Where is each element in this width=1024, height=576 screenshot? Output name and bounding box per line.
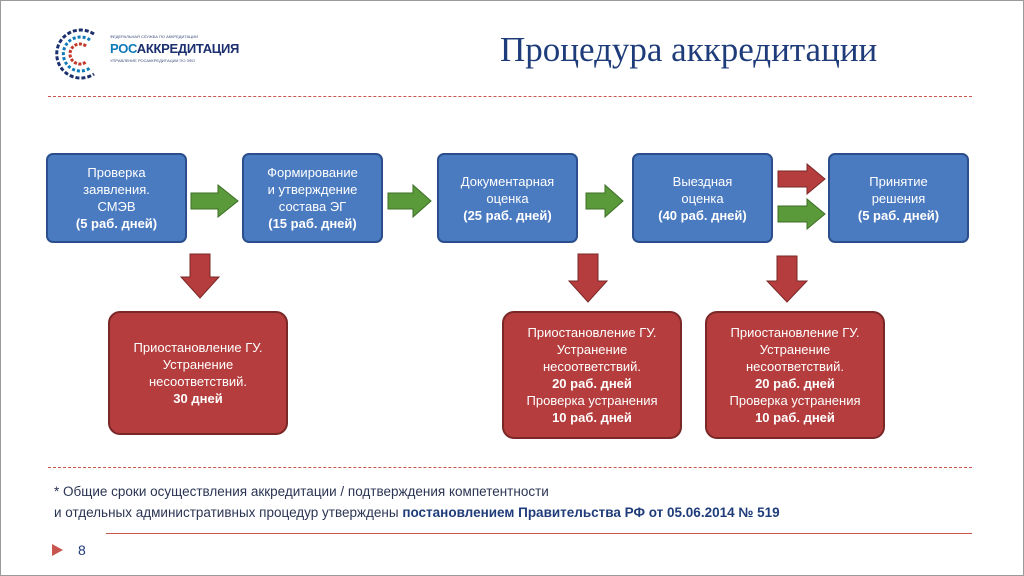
step-duration: (40 раб. дней)	[658, 207, 747, 223]
suspension-duration: 30 дней	[173, 391, 223, 406]
step-duration: (5 раб. дней)	[75, 216, 158, 231]
suspension-line: Приостановление ГУ.	[133, 340, 263, 355]
step-label-line: заявления.	[83, 182, 150, 197]
step-decision: Принятие решения (5 раб. дней)	[828, 153, 969, 243]
footnote-line-2: и отдельных административных процедур ут…	[54, 505, 780, 520]
suspension-line: Устранение	[162, 357, 234, 372]
step-duration: (5 раб. дней)	[857, 207, 940, 223]
suspension-duration: 20 раб. дней	[552, 376, 632, 391]
logo: ФЕДЕРАЛЬНАЯ СЛУЖБА ПО АККРЕДИТАЦИИ РОСАК…	[48, 24, 239, 84]
title-divider	[48, 96, 972, 97]
suspension-check-label: Проверка устранения	[729, 393, 861, 408]
footnote: * Общие сроки осуществления аккредитации…	[54, 481, 780, 523]
suspension-line: Приостановление ГУ.	[730, 325, 860, 340]
footer-divider	[106, 533, 972, 534]
logo-name: РОСАККРЕДИТАЦИЯ	[110, 41, 240, 56]
right-arrow-icon	[777, 198, 826, 230]
logo-subtitle-top: ФЕДЕРАЛЬНАЯ СЛУЖБА ПО АККРЕДИТАЦИИ	[110, 34, 199, 39]
step-label-line: Выездная	[672, 173, 733, 189]
suspension-line: несоответствий.	[542, 359, 642, 374]
step-label-line: оценка	[681, 190, 724, 206]
step-label-line: Принятие	[869, 173, 928, 189]
note-divider	[48, 467, 972, 468]
suspension-box-2: Приостановление ГУ. Устранение несоответ…	[502, 311, 682, 439]
suspension-box-3: Приостановление ГУ. Устранение несоответ…	[705, 311, 885, 439]
step-duration: (15 раб. дней)	[268, 216, 357, 231]
suspension-line: Устранение	[556, 342, 628, 357]
step-expert-group-formation: Формирование и утверждение состава ЭГ (1…	[242, 153, 383, 243]
step-label-line: состава ЭГ	[278, 199, 347, 214]
suspension-check-label: Проверка устранения	[526, 393, 658, 408]
page-number: 8	[78, 542, 86, 558]
down-arrow-icon	[568, 253, 608, 303]
step-label-line: и утверждение	[267, 182, 358, 197]
bullet-arrow-icon	[52, 544, 63, 556]
step-documentary-assessment: Документарная оценка (25 раб. дней)	[437, 153, 578, 243]
step-label-line: Проверка	[87, 165, 146, 180]
suspension-line: Устранение	[759, 342, 831, 357]
slide-title: Процедура аккредитации	[500, 30, 878, 69]
footnote-decree: постановлением Правительства РФ от 05.06…	[402, 505, 780, 520]
step-application-check: Проверка заявления. СМЭВ (5 раб. дней)	[46, 153, 187, 243]
step-label-line: Формирование	[267, 165, 358, 180]
footnote-line-1: * Общие сроки осуществления аккредитации…	[54, 484, 549, 499]
suspension-line: Приостановление ГУ.	[527, 325, 657, 340]
right-arrow-icon	[387, 184, 432, 218]
suspension-box-1: Приостановление ГУ. Устранение несоответ…	[108, 311, 288, 435]
suspension-line: несоответствий.	[745, 359, 845, 374]
right-arrow-icon	[190, 184, 239, 218]
right-arrow-red-icon	[777, 163, 826, 195]
down-arrow-icon	[766, 255, 808, 303]
step-label-line: СМЭВ	[97, 199, 136, 214]
right-arrow-icon	[585, 184, 624, 218]
logo-emblem-icon	[55, 28, 95, 80]
down-arrow-icon	[180, 253, 220, 299]
step-duration: (25 раб. дней)	[463, 207, 552, 223]
step-label-line: Документарная	[460, 173, 555, 189]
step-label-line: оценка	[486, 190, 529, 206]
suspension-duration: 20 раб. дней	[755, 376, 835, 391]
suspension-check-duration: 10 раб. дней	[755, 410, 835, 425]
suspension-check-duration: 10 раб. дней	[552, 410, 632, 425]
logo-subtitle-bottom: УПРАВЛЕНИЕ РОСАККРЕДИТАЦИИ ПО ЗФО	[110, 58, 196, 63]
step-onsite-assessment: Выездная оценка (40 раб. дней)	[632, 153, 773, 243]
suspension-line: несоответствий.	[148, 374, 248, 389]
step-label-line: решения	[871, 190, 926, 206]
